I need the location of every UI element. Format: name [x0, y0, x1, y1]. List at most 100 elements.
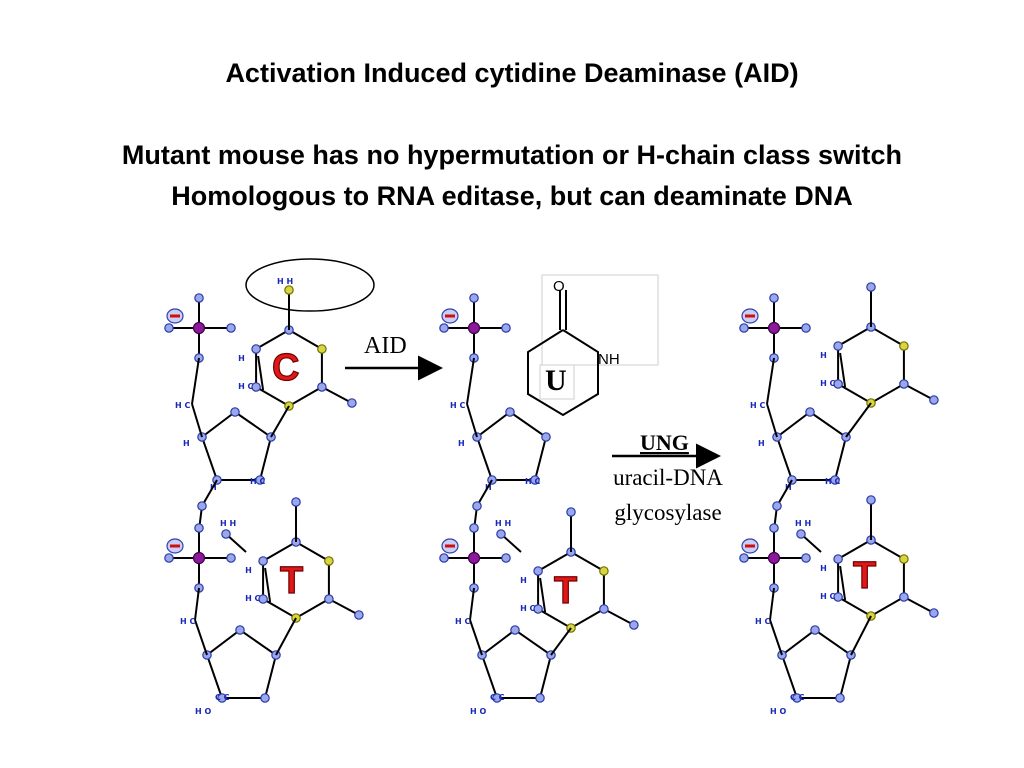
ring-oxygen-atom	[505, 407, 515, 417]
sugar-carbon-atom	[530, 475, 540, 485]
hydrogen-label: H C	[450, 401, 465, 410]
sugar-carbon-atom	[830, 475, 840, 485]
carbonyl-oxygen-atom	[866, 282, 876, 292]
hydrogen-label: H C	[455, 617, 470, 626]
hydrogen-label: H O	[195, 707, 211, 716]
base-nitrogen-atom	[324, 556, 334, 566]
methyl-carbon-atom	[496, 529, 506, 539]
carbonyl-oxygen-atom	[629, 620, 639, 630]
oxygen-atom	[469, 293, 479, 303]
base-carbon-atom	[833, 554, 843, 564]
hydrogen-label: H O	[470, 707, 486, 716]
hydrogen-label: H C	[245, 594, 260, 603]
oxygen-atom	[439, 553, 449, 563]
hydrogen-label: H C	[250, 477, 265, 486]
oxygen-atom	[194, 523, 204, 533]
ring-oxygen-atom	[810, 625, 820, 635]
oxygen-atom	[801, 553, 811, 563]
oxygen-atom	[501, 323, 511, 333]
base-carbon-atom	[833, 379, 843, 389]
hydrogen-label: H	[758, 439, 765, 448]
aid-label: AID	[364, 333, 407, 359]
sugar-carbon-atom	[260, 693, 270, 703]
base-carbon-atom	[251, 344, 261, 354]
oxygen-atom	[739, 323, 749, 333]
hydrogen-label: H C	[520, 604, 535, 613]
hydrogen-label: H C	[175, 401, 190, 410]
oxygen-atom	[501, 553, 511, 563]
hydrogen-label: H C	[750, 401, 765, 410]
base-carbon-atom	[258, 594, 268, 604]
ring-oxygen-atom	[805, 407, 815, 417]
base-letter-t-middle: T	[554, 570, 577, 612]
carbonyl-oxygen-atom	[866, 495, 876, 505]
base-carbon-atom	[899, 379, 909, 389]
sugar-carbon-atom	[255, 475, 265, 485]
oxygen-atom	[164, 553, 174, 563]
uracil-oxygen-label: O	[553, 278, 565, 295]
base-carbon-atom	[833, 341, 843, 351]
methyl-hydrogen-label: H H	[495, 519, 511, 528]
ung-label: UNG	[640, 430, 689, 455]
hydrogen-label: H	[820, 564, 827, 573]
methyl-hydrogen-label: H H	[220, 519, 236, 528]
phosphorus-atom	[192, 551, 206, 565]
oxygen-atom	[226, 553, 236, 563]
sugar-carbon-atom	[835, 693, 845, 703]
base-nitrogen-atom	[899, 554, 909, 564]
oxygen-atom	[472, 501, 482, 511]
oxygen-atom	[194, 293, 204, 303]
amino-group-highlight	[245, 258, 375, 312]
hydrogen-label: H C	[238, 382, 253, 391]
carbonyl-oxygen-atom	[354, 610, 364, 620]
methyl-hydrogen-label: H H	[795, 519, 811, 528]
hydrogen-label: H C	[525, 477, 540, 486]
base-carbon-atom	[533, 604, 543, 614]
phosphorus-atom	[467, 321, 481, 335]
base-letter-t-left: T	[280, 560, 303, 602]
slide-title: Activation Induced cytidine Deaminase (A…	[225, 58, 799, 88]
base-letter-c: C	[272, 347, 299, 389]
base-carbon-atom	[599, 604, 609, 614]
phosphorus-atom	[767, 551, 781, 565]
amino-hydrogen-label: H H	[277, 277, 293, 286]
base-carbon-atom	[899, 592, 909, 602]
hydrogen-label: H	[458, 439, 465, 448]
subtitle-line-2: Homologous to RNA editase, but can deami…	[171, 181, 853, 211]
ung-description-line2: glycosylase	[614, 500, 721, 525]
base-carbon-atom	[324, 594, 334, 604]
hydrogen-label: H	[820, 351, 827, 360]
hydrogen-label: H O	[770, 707, 786, 716]
hydrogen-label: H	[183, 439, 190, 448]
uracil-letter: U	[545, 364, 567, 397]
hydrogen-label: H C	[820, 592, 835, 601]
sugar-carbon-atom	[492, 693, 502, 703]
carbonyl-oxygen-atom	[347, 398, 357, 408]
base-nitrogen-atom	[599, 566, 609, 576]
hydrogen-label: H	[245, 566, 252, 575]
base-nitrogen-atom	[899, 341, 909, 351]
ring-oxygen-atom	[510, 625, 520, 635]
methyl-carbon-atom	[796, 529, 806, 539]
ring-oxygen-atom	[235, 625, 245, 635]
sugar-carbon-atom	[792, 693, 802, 703]
uracil-structure-box: O NH U	[527, 274, 659, 417]
base-carbon-atom	[833, 592, 843, 602]
hydrogen-label: H C	[180, 617, 195, 626]
oxygen-atom	[469, 523, 479, 533]
phosphorus-atom	[467, 551, 481, 565]
oxygen-atom	[439, 323, 449, 333]
base-carbon-atom	[317, 382, 327, 392]
hydrogen-label: H C	[825, 477, 840, 486]
oxygen-atom	[769, 523, 779, 533]
oxygen-atom	[801, 323, 811, 333]
uracil-nh-label: NH	[598, 351, 620, 368]
hydrogen-label: C C	[490, 693, 505, 702]
sugar-carbon-atom	[541, 432, 551, 442]
hydrogen-label: H	[520, 576, 527, 585]
sugar-carbon-atom	[217, 693, 227, 703]
